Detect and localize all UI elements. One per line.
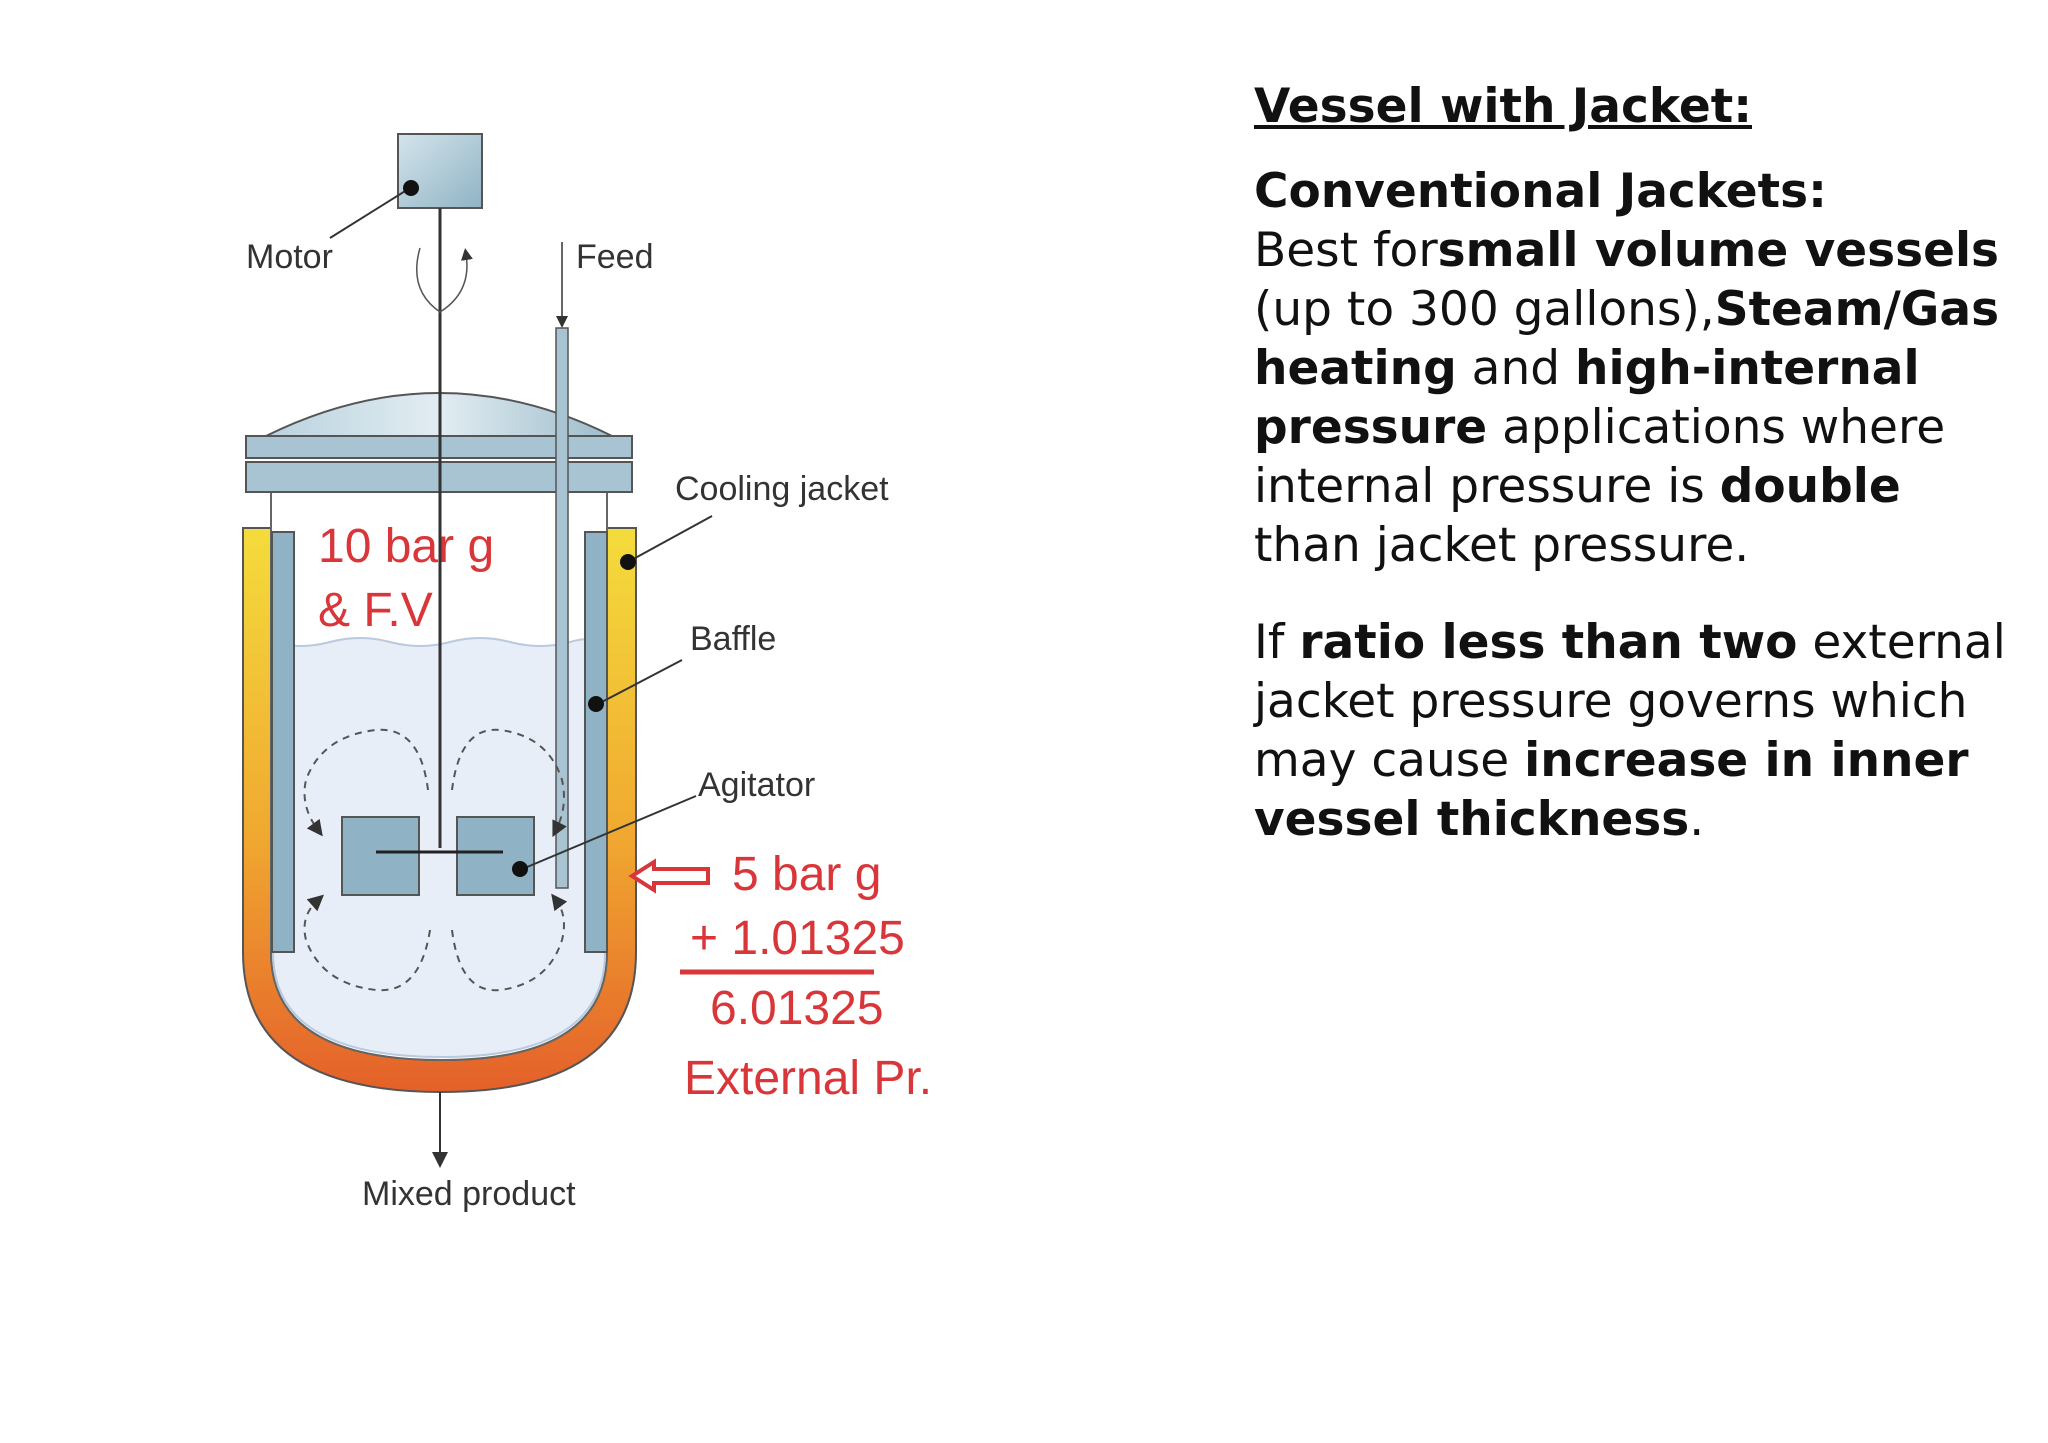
cooling-jacket-pointer-dot bbox=[620, 554, 636, 570]
baffle-label: Baffle bbox=[690, 620, 776, 658]
heading: Vessel with Jacket: bbox=[1254, 79, 1752, 134]
p1-bold-2: Steam/Gas heating bbox=[1254, 282, 2000, 396]
motor-box bbox=[397, 133, 483, 209]
text-panel: Vessel with Jacket: Conventional Jackets… bbox=[1254, 72, 2014, 887]
p2-bold-2: increase in inner vessel thickness bbox=[1254, 733, 1969, 847]
external-pressure-label: External Pr. bbox=[684, 1052, 932, 1105]
internal-pressure-annotation: 10 bar g bbox=[318, 520, 494, 573]
rotation-arrow-icon bbox=[416, 247, 473, 313]
p2-text-3: . bbox=[1689, 792, 1705, 847]
external-pressure-total: 6.01325 bbox=[710, 982, 884, 1035]
p1-bold-4: double bbox=[1719, 459, 1901, 514]
p1-text-3: and bbox=[1456, 341, 1576, 396]
p2-text-1: If bbox=[1254, 615, 1300, 670]
conventional-jackets-paragraph: Conventional Jackets:Best forsmall volum… bbox=[1254, 162, 2014, 575]
p2-text-2: external jacket pressure governs which m… bbox=[1254, 615, 2006, 788]
ratio-paragraph: If ratio less than two external jacket p… bbox=[1254, 613, 2014, 849]
p1-text-1: Best for bbox=[1254, 223, 1438, 278]
jacketed-vessel-diagram: Motor Feed Cooling jacket Baffle Agitato… bbox=[242, 133, 932, 1213]
motor-label: Motor bbox=[246, 238, 333, 276]
motor-pointer-dot bbox=[403, 180, 419, 196]
feed-label: Feed bbox=[576, 238, 654, 276]
mixed-product-label: Mixed product bbox=[362, 1175, 576, 1213]
conventional-jackets-title: Conventional Jackets: bbox=[1254, 164, 1827, 219]
jacket-pressure-annotation: 5 bar g bbox=[732, 848, 881, 901]
baffle-right bbox=[584, 531, 608, 953]
agitator-paddle-right bbox=[456, 816, 535, 896]
p1-bold-1: small volume vessels bbox=[1437, 223, 2000, 278]
baffle-left bbox=[271, 531, 295, 953]
full-vacuum-annotation: & F.V bbox=[318, 584, 433, 637]
p2-bold-1: ratio less than two bbox=[1299, 615, 1798, 670]
agitator-pointer-dot bbox=[512, 861, 528, 877]
agitator-paddle-left bbox=[341, 816, 420, 896]
circulation-flow-arrows bbox=[303, 728, 568, 992]
feed-pipe bbox=[555, 327, 569, 889]
p1-bold-3: high-internal pressure bbox=[1254, 341, 1920, 455]
p1-text-5: than jacket pressure. bbox=[1254, 518, 1750, 573]
p1-text-2: (up to 300 gallons), bbox=[1254, 282, 1715, 337]
atmospheric-addition-annotation: + 1.01325 bbox=[690, 912, 905, 965]
cooling-jacket-label: Cooling jacket bbox=[675, 470, 889, 508]
external-pressure-arrow-icon bbox=[628, 858, 710, 894]
agitator-label: Agitator bbox=[698, 766, 815, 804]
baffle-pointer-dot bbox=[588, 696, 604, 712]
p1-text-4: applications where internal pressure is bbox=[1254, 400, 1946, 514]
